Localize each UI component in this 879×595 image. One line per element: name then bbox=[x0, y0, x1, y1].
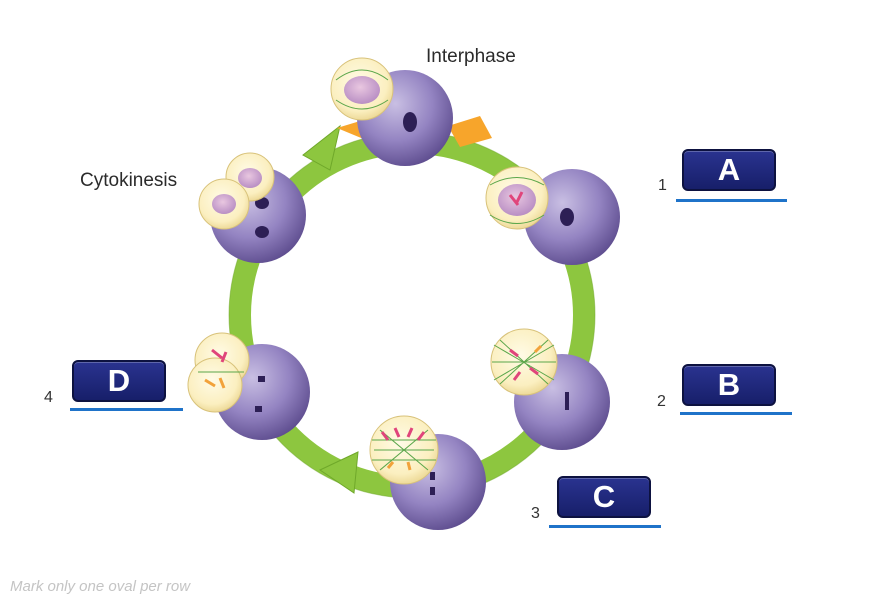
answer-line-2 bbox=[680, 412, 792, 415]
blank-number-2: 2 bbox=[657, 393, 666, 410]
interphase-label: Interphase bbox=[426, 46, 516, 67]
answer-line-3 bbox=[549, 525, 661, 528]
cytokinesis-label: Cytokinesis bbox=[80, 170, 178, 191]
metaphase-illustration bbox=[490, 328, 558, 396]
blank-number-3: 3 bbox=[531, 505, 540, 522]
answer-line-1 bbox=[676, 199, 787, 202]
interphase-arrow-right bbox=[448, 116, 492, 147]
prophase-illustration bbox=[485, 166, 549, 230]
answer-box-c: C bbox=[557, 476, 651, 518]
cycle-arrowhead-bottom bbox=[318, 451, 359, 494]
answer-box-d: D bbox=[72, 360, 166, 402]
telophase-illustration bbox=[187, 332, 250, 413]
anaphase-illustration bbox=[369, 415, 439, 485]
cytokinesis-illustration bbox=[198, 152, 275, 230]
answer-line-4 bbox=[70, 408, 183, 411]
cycle-arrowhead-top-left bbox=[302, 124, 341, 171]
answer-box-a: A bbox=[682, 149, 776, 191]
blank-number-4: 4 bbox=[44, 389, 53, 406]
blank-number-1: 1 bbox=[658, 177, 667, 194]
form-instruction-text: Mark only one oval per row bbox=[10, 578, 191, 595]
answer-box-b: B bbox=[682, 364, 776, 406]
interphase-illustration bbox=[330, 57, 394, 121]
